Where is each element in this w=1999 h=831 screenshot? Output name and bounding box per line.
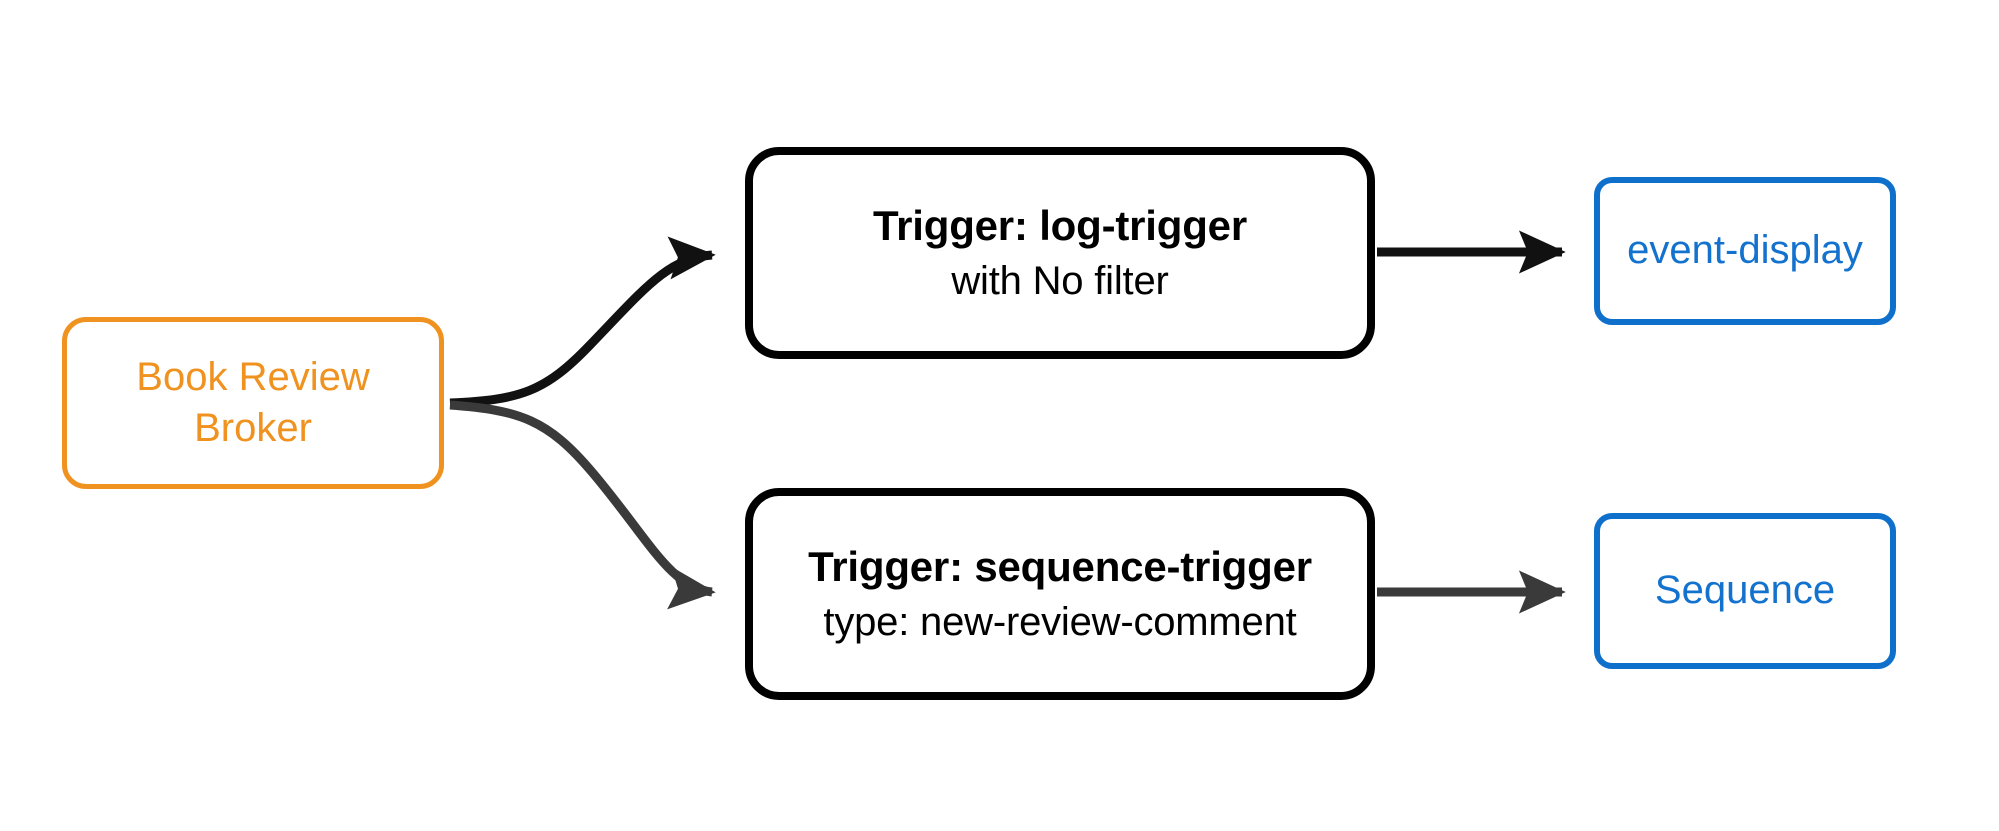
node-log-trigger[interactable]: Trigger: log-trigger with No filter [745, 147, 1375, 359]
broker-label-line2: Broker [194, 406, 312, 450]
event-display-label: event-display [1627, 228, 1863, 273]
sequence-trigger-subtitle: type: new-review-comment [823, 600, 1297, 645]
node-sequence[interactable]: Sequence [1594, 513, 1896, 669]
edge-broker-to-log-trigger [449, 236, 716, 408]
broker-label-line1: Book Review [136, 354, 370, 399]
node-event-display[interactable]: event-display [1594, 177, 1896, 325]
node-book-review-broker[interactable]: Book Review Broker [62, 317, 444, 489]
sequence-label: Sequence [1654, 568, 1836, 613]
sequence-trigger-title: Trigger: sequence-trigger [808, 542, 1312, 590]
edge-broker-to-sequence-trigger [449, 400, 716, 610]
node-sequence-trigger[interactable]: Trigger: sequence-trigger type: new-revi… [745, 488, 1375, 700]
log-trigger-title: Trigger: log-trigger [872, 201, 1247, 249]
log-trigger-subtitle: with No filter [951, 259, 1169, 304]
